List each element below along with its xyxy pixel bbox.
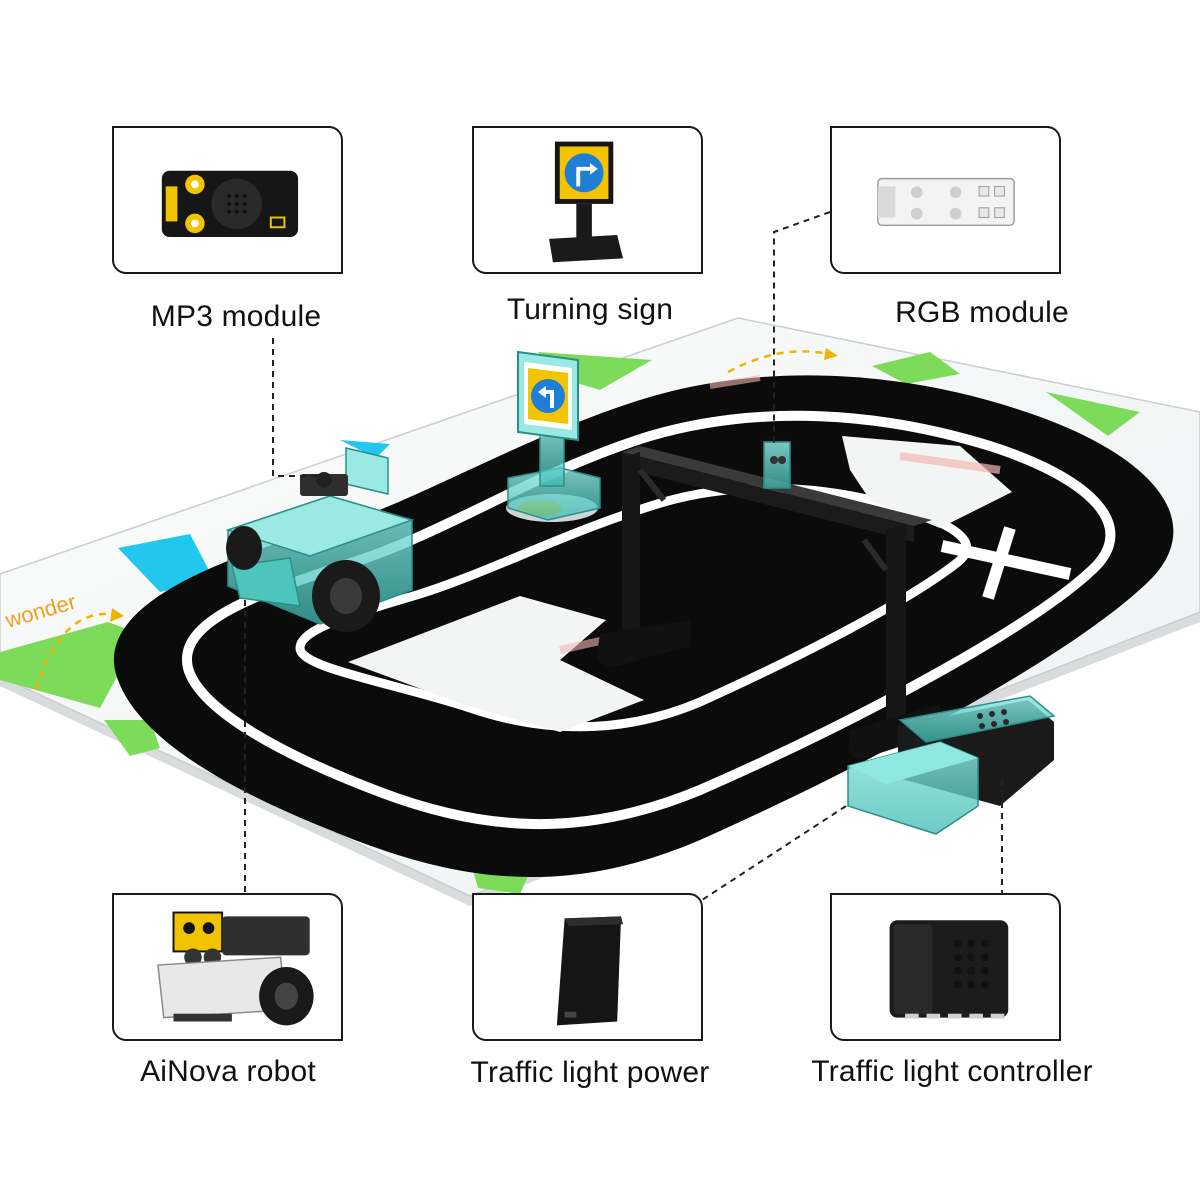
grass-patch — [104, 720, 160, 756]
traffic-light-power-label: Traffic light power — [470, 1056, 710, 1089]
battery-pack-icon — [556, 916, 624, 1026]
turning-sign-on-track — [506, 350, 601, 522]
mp3-module-card — [112, 126, 343, 274]
rgb-module-label: RGB module — [895, 296, 1069, 329]
turning-sign-icon — [549, 141, 624, 263]
controller-and-power-on-track — [847, 695, 1056, 835]
traffic-light-controller-label: Traffic light controller — [811, 1055, 1093, 1088]
mp3-module-icon — [161, 170, 299, 237]
ainova-robot-card — [112, 893, 343, 1041]
water-patch — [340, 440, 390, 458]
grass-patch — [1046, 392, 1140, 436]
turning-sign-label: Turning sign — [506, 293, 674, 326]
grass-patch — [0, 622, 140, 708]
water-patch — [118, 534, 214, 592]
ainova-robot-label: AiNova robot — [140, 1055, 316, 1088]
traffic-light-gantry — [596, 441, 940, 760]
rgb-module-card — [830, 126, 1061, 274]
rgb-module-icon — [877, 177, 1015, 227]
traffic-light-controller-card — [830, 893, 1061, 1041]
robot-on-track — [225, 447, 415, 632]
traffic-light-power-card — [472, 893, 703, 1041]
grass-patch — [872, 352, 960, 384]
controller-box-icon — [889, 920, 1009, 1019]
robot-car-icon — [157, 911, 314, 1026]
turning-sign-card — [472, 126, 703, 274]
mp3-module-label: MP3 module — [150, 300, 322, 333]
connector-lines — [244, 211, 1003, 901]
